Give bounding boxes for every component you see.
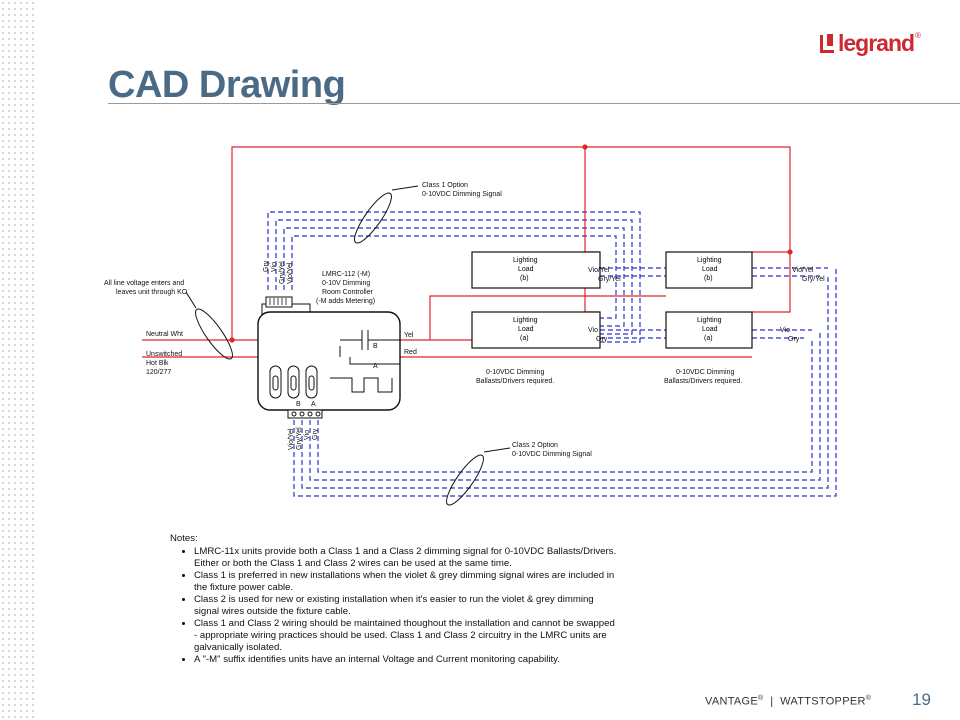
- svg-text:Load: Load: [702, 266, 718, 273]
- neutral-label: Neutral Wht: [146, 331, 183, 338]
- lighting-load-1b: Lighting Load (b): [471, 251, 601, 289]
- relay-a-label: A: [373, 363, 378, 370]
- note-item: A "-M" suffix identifies units have an i…: [194, 654, 620, 666]
- line-voltage-wires: [142, 146, 791, 358]
- logo-text: legrand: [838, 30, 915, 56]
- ballast-note-1a: 0-10VDC Dimming: [486, 369, 544, 376]
- top-wire-label-3: Gry/Yel: [279, 261, 286, 284]
- bottom-wire-label-1: Vio/Yel: [288, 428, 295, 450]
- note-item: Class 2 is used for new or existing inst…: [194, 594, 620, 618]
- class2-sublabel: 0-10VDC Dimming Signal: [512, 451, 592, 458]
- notes-list: LMRC-11x units provide both a Class 1 an…: [170, 546, 620, 666]
- note-item: Class 1 is preferred in new installation…: [194, 570, 620, 594]
- wire-label-gry-1: Gry: [596, 336, 608, 343]
- legrand-logo: legrand ®: [820, 30, 921, 57]
- controller-label-1: LMRC-112 (-M): [322, 271, 370, 278]
- lighting-load-2a: Lighting Load (a): [665, 311, 753, 349]
- controller-label-2: 0-10V Dimming: [322, 280, 370, 287]
- terminal-a-label: A: [311, 401, 316, 408]
- hot-label-2: Hot Blk: [146, 360, 169, 367]
- page-number: 19: [912, 690, 931, 709]
- svg-text:Lighting: Lighting: [697, 317, 722, 324]
- class1-sublabel: 0-10VDC Dimming Signal: [422, 191, 502, 198]
- note-item: Class 1 and Class 2 wiring should be mai…: [194, 618, 620, 654]
- svg-text:Load: Load: [702, 326, 718, 333]
- wire-label-vio-1: Vio: [588, 327, 598, 334]
- class2-dimming-wires: [293, 268, 837, 497]
- red-label: Red: [404, 349, 417, 356]
- wire-label-gry-yel-2: Gry/Yel: [802, 276, 825, 283]
- line-entry-label-1: All line voltage enters and: [104, 280, 184, 287]
- svg-text:(a): (a): [704, 335, 713, 342]
- notes-section: Notes: LMRC-11x units provide both a Cla…: [170, 533, 620, 666]
- footer-brand-wattstopper: WATTSTOPPER: [780, 695, 866, 708]
- svg-text:Lighting: Lighting: [513, 257, 538, 264]
- decorative-dot-strip: [0, 0, 34, 720]
- ballast-note-2a: 0-10VDC Dimming: [676, 369, 734, 376]
- footer-brands: VANTAGE® | WATTSTOPPER®: [705, 695, 872, 708]
- svg-text:Load: Load: [518, 326, 534, 333]
- wire-label-vio-yel-2: Vio/Yel: [792, 267, 814, 274]
- class1-dimming-wires: [267, 211, 828, 343]
- junction-dots: [229, 144, 793, 343]
- slide-title: CAD Drawing: [108, 64, 346, 106]
- bottom-wire-label-3: Vio: [304, 430, 311, 440]
- legrand-logo-icon: [820, 33, 834, 53]
- notes-title: Notes:: [170, 533, 198, 544]
- yel-label: Yel: [404, 332, 414, 339]
- controller-label-4: (-M adds Metering): [316, 298, 375, 305]
- svg-text:Lighting: Lighting: [513, 317, 538, 324]
- wire-label-gry-2: Gry: [788, 336, 800, 343]
- top-wire-label-4: Vio/Yel: [287, 262, 294, 284]
- hot-label-1: Unswitched: [146, 351, 182, 358]
- class2-label: Class 2 Option: [512, 442, 558, 449]
- registered-mark: ®: [915, 31, 921, 40]
- svg-text:Load: Load: [518, 266, 534, 273]
- lighting-load-2b: Lighting Load (b): [665, 251, 753, 289]
- class1-label: Class 1 Option: [422, 182, 468, 189]
- line-entry-label-2: leaves unit through KO: [116, 289, 188, 296]
- ballast-note-2b: Ballasts/Drivers required.: [664, 378, 742, 385]
- terminal-b-label: B: [296, 401, 301, 408]
- bottom-wire-label-2: Gry/Yel: [296, 427, 303, 450]
- svg-text:(b): (b): [520, 275, 529, 282]
- note-item: LMRC-11x units provide both a Class 1 an…: [194, 546, 620, 570]
- top-wire-label-1: Gry: [263, 260, 270, 272]
- wire-label-vio-yel-1: Vio/Yel: [588, 267, 610, 274]
- svg-text:Lighting: Lighting: [697, 257, 722, 264]
- wire-label-gry-yel-1: Gry/Yel: [598, 276, 621, 283]
- title-divider: [108, 103, 960, 104]
- svg-text:(a): (a): [520, 335, 529, 342]
- bottom-wire-label-4: Gry: [312, 428, 319, 440]
- relay-b-label: B: [373, 343, 378, 350]
- ballast-note-1b: Ballasts/Drivers required.: [476, 378, 554, 385]
- cable-bundle-markers: [185, 185, 511, 506]
- svg-text:(b): (b): [704, 275, 713, 282]
- footer-brand-vantage: VANTAGE: [705, 695, 759, 708]
- controller-label-3: Room Controller: [322, 289, 374, 296]
- wire-label-vio-2: Vio: [780, 327, 790, 334]
- top-wire-label-2: Vio: [271, 262, 278, 272]
- lighting-load-1a: Lighting Load (a): [471, 311, 601, 349]
- lmrc-controller: [257, 296, 401, 419]
- hot-label-3: 120/277: [146, 369, 171, 376]
